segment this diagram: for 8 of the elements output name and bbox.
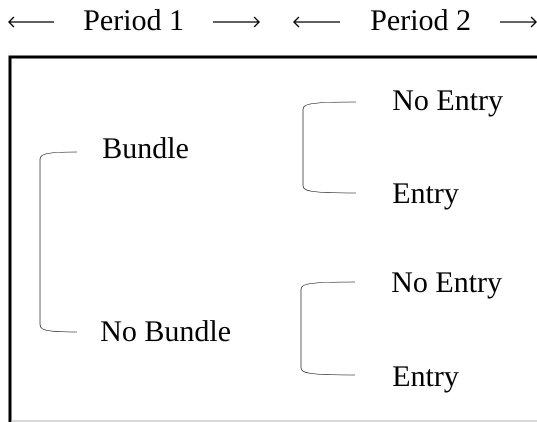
period-label: Period 2: [371, 9, 470, 30]
choice-label: Entry: [393, 183, 459, 210]
choice-label: No Entry: [392, 272, 502, 298]
choice-label: No Entry: [393, 90, 503, 116]
choice-label: Entry: [393, 366, 459, 392]
choice-label: No Bundle: [101, 320, 230, 342]
period-label: Period 1: [84, 9, 182, 30]
choice-label: Bundle: [103, 137, 188, 158]
